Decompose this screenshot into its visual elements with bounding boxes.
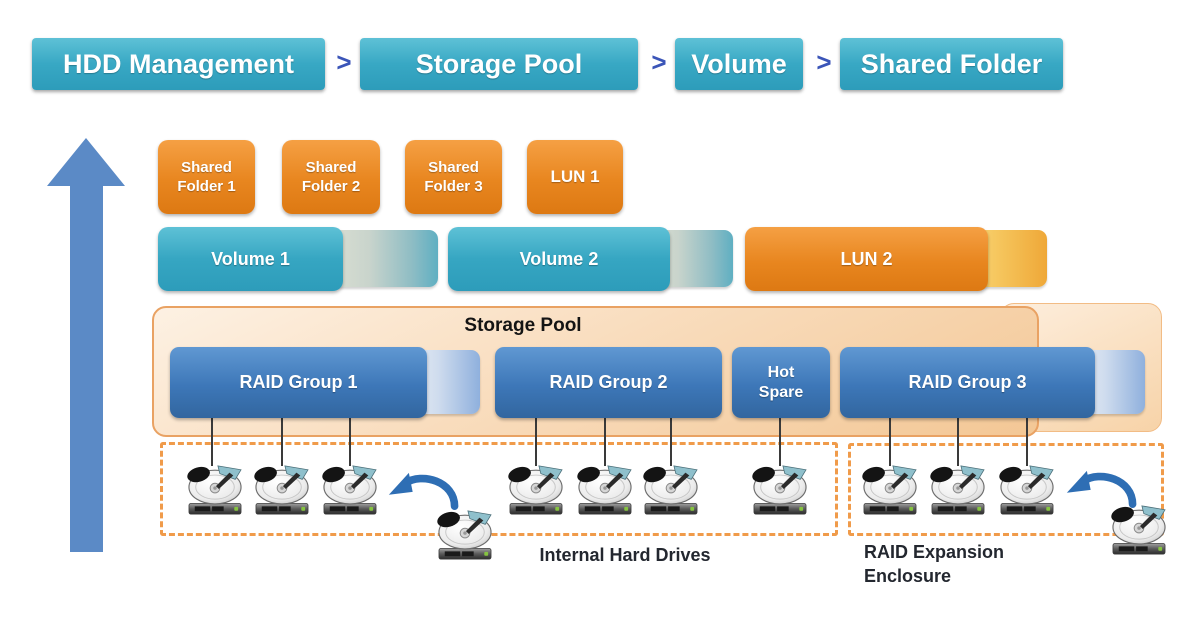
volume1-expansion-strip xyxy=(332,230,438,287)
box-hot-spare: Hot Spare xyxy=(732,347,830,418)
breadcrumb-label: Storage Pool xyxy=(415,48,583,79)
breadcrumb-separator-icon: > xyxy=(651,47,667,77)
raid-expansion-label: RAID Expansion Enclosure xyxy=(864,542,1005,587)
box-raid-group-2: RAID Group 2 xyxy=(495,347,722,418)
storage-pool-title: Storage Pool xyxy=(464,315,582,336)
box-label: Shared Folder 2 xyxy=(301,158,361,196)
connector-line xyxy=(535,417,537,466)
breadcrumb-label: Volume xyxy=(691,48,787,79)
connector-line xyxy=(889,417,891,466)
hdd-icon-inserting xyxy=(1110,503,1168,557)
breadcrumb-label: Shared Folder xyxy=(860,48,1043,79)
hdd-icon xyxy=(576,463,634,517)
box-shared-folder-2: Shared Folder 2 xyxy=(282,140,380,214)
breadcrumb-separator-icon: > xyxy=(816,47,832,77)
hierarchy-up-arrow-icon xyxy=(47,138,125,552)
hdd-icon xyxy=(507,463,565,517)
box-shared-folder-1: Shared Folder 1 xyxy=(158,140,255,214)
raid-expansion-enclosure xyxy=(848,443,1164,536)
breadcrumb-label: HDD Management xyxy=(62,48,295,79)
insert-arrow-icon xyxy=(1062,468,1146,508)
connector-line xyxy=(281,417,283,466)
box-label: LUN 2 xyxy=(840,248,893,269)
connector-line xyxy=(957,417,959,466)
box-label: Volume 2 xyxy=(519,248,599,269)
box-label: Shared Folder 3 xyxy=(424,158,483,196)
hdd-icon xyxy=(253,463,311,517)
hdd-icon xyxy=(861,463,919,517)
insert-arrow-icon xyxy=(386,470,466,510)
hdd-icon xyxy=(929,463,987,517)
connector-line xyxy=(1026,417,1028,466)
box-shared-folder-3: Shared Folder 3 xyxy=(405,140,502,214)
breadcrumb-item-shared-folder: Shared Folder xyxy=(840,38,1063,90)
box-label: RAID Group 3 xyxy=(908,372,1027,392)
breadcrumb-item-storage-pool: Storage Pool xyxy=(360,38,638,90)
box-volume-2: Volume 2 xyxy=(448,227,670,291)
connector-line xyxy=(349,417,351,466)
box-lun-1: LUN 1 xyxy=(527,140,623,214)
internal-drives-label: Internal Hard Drives xyxy=(539,545,711,565)
hdd-icon xyxy=(751,463,809,517)
box-raid-group-3: RAID Group 3 xyxy=(840,347,1095,418)
hdd-icon-inserting xyxy=(436,508,494,562)
breadcrumb-separator-icon: > xyxy=(336,47,352,77)
box-label: RAID Group 2 xyxy=(549,372,668,392)
breadcrumb-item-volume: Volume xyxy=(675,38,803,90)
box-label: Shared Folder 1 xyxy=(177,158,236,196)
hdd-icon xyxy=(642,463,700,517)
connector-line xyxy=(211,417,213,466)
box-raid-group-1: RAID Group 1 xyxy=(170,347,427,418)
box-lun-2: LUN 2 xyxy=(745,227,988,291)
box-volume-1: Volume 1 xyxy=(158,227,343,291)
box-label: Hot Spare xyxy=(758,363,804,401)
box-label: RAID Group 1 xyxy=(239,372,358,392)
internal-drives-enclosure xyxy=(160,442,838,536)
hdd-icon xyxy=(321,463,379,517)
connector-line xyxy=(779,417,781,466)
connector-line xyxy=(604,417,606,466)
box-label: LUN 1 xyxy=(550,167,600,186)
hdd-icon xyxy=(998,463,1056,517)
hdd-icon xyxy=(186,463,244,517)
breadcrumb-item-hdd-management: HDD Management xyxy=(32,38,325,90)
connector-line xyxy=(670,417,672,466)
box-label: Volume 1 xyxy=(211,248,290,269)
